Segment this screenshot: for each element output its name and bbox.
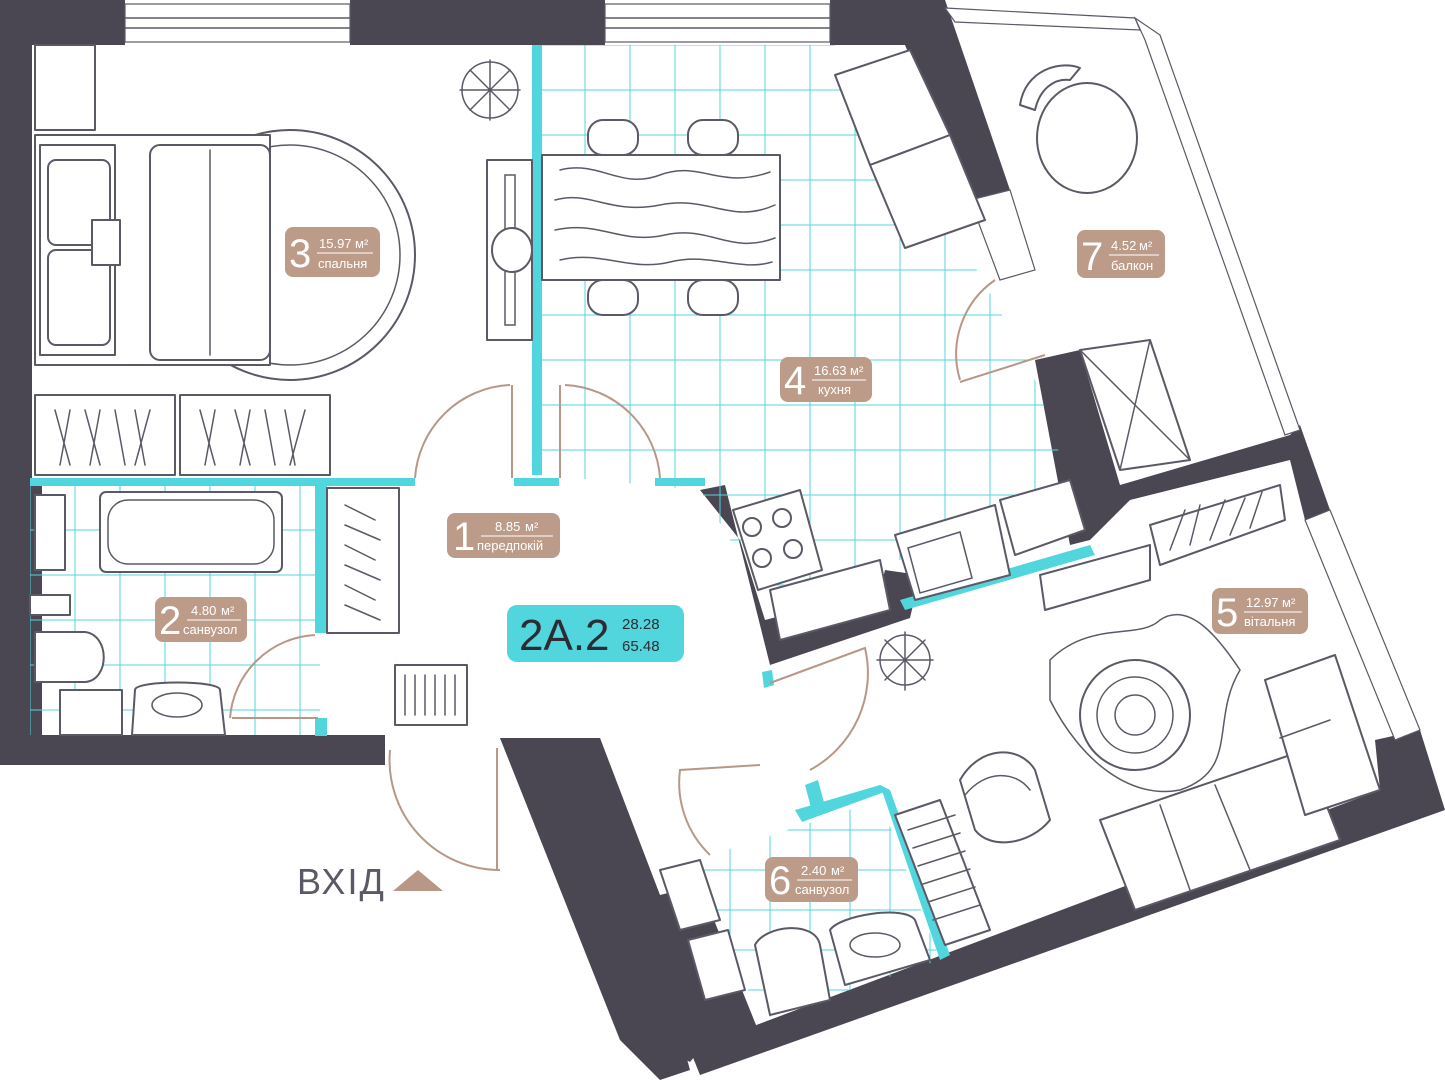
- svg-text:кухня: кухня: [818, 382, 851, 397]
- svg-text:15.97: 15.97: [319, 236, 352, 251]
- svg-text:м²: м²: [525, 519, 539, 534]
- svg-text:м²: м²: [850, 363, 864, 378]
- svg-text:вітальня: вітальня: [1244, 614, 1295, 629]
- entrance-arrow-icon: [393, 870, 443, 891]
- svg-text:санвузол: санвузол: [795, 882, 849, 897]
- doors: [229, 279, 1046, 872]
- svg-text:1: 1: [453, 515, 475, 559]
- svg-text:12.97: 12.97: [1246, 595, 1279, 610]
- plant-icon: [459, 59, 521, 121]
- unit-badge: 2А.2 28.28 65.48: [507, 605, 684, 662]
- svg-text:28.28: 28.28: [622, 616, 660, 633]
- svg-text:спальня: спальня: [318, 256, 367, 271]
- svg-text:м²: м²: [221, 603, 235, 618]
- svg-text:4.52: 4.52: [1111, 238, 1136, 253]
- room-label-6: 6 2.40 м² санвузол: [765, 857, 858, 903]
- svg-text:м²: м²: [831, 863, 845, 878]
- svg-text:передпокій: передпокій: [477, 538, 543, 553]
- svg-text:16.63: 16.63: [814, 363, 847, 378]
- svg-text:м²: м²: [355, 236, 369, 251]
- room-label-2: 2 4.80 м² санвузол: [155, 597, 247, 643]
- entrance-rug: [394, 664, 468, 726]
- svg-text:санвузол: санвузол: [183, 622, 237, 637]
- entrance-marker: ВХІД: [297, 861, 443, 902]
- bathroom-2-fixtures: [29, 491, 283, 736]
- svg-text:8.85: 8.85: [495, 519, 520, 534]
- svg-text:4: 4: [784, 359, 806, 403]
- plant-icon: [876, 631, 934, 691]
- room-label-3: 3 15.97 м² спальня: [285, 227, 380, 277]
- stove-icon: [732, 489, 823, 591]
- living-room-furniture: [894, 484, 1381, 946]
- svg-text:2А.2: 2А.2: [519, 611, 610, 660]
- svg-text:ВХІД: ВХІД: [297, 861, 386, 902]
- room-label-7: 7 4.52 м² балкон: [1077, 230, 1165, 279]
- svg-text:5: 5: [1216, 591, 1238, 635]
- svg-text:3: 3: [289, 232, 311, 276]
- windows: [124, 3, 1421, 741]
- svg-text:4.80: 4.80: [191, 603, 216, 618]
- svg-text:6: 6: [769, 859, 791, 903]
- svg-text:65.48: 65.48: [622, 638, 660, 655]
- svg-text:2: 2: [159, 599, 181, 643]
- svg-text:м²: м²: [1139, 238, 1153, 253]
- kitchen-shelf: [769, 559, 891, 641]
- sink-icon: [894, 479, 1086, 601]
- room-label-1: 1 8.85 м² передпокій: [447, 513, 560, 559]
- balcony-furniture: [1019, 64, 1191, 471]
- room-label-4: 4 16.63 м² кухня: [780, 357, 872, 403]
- svg-text:7: 7: [1081, 235, 1103, 279]
- svg-text:2.40: 2.40: [801, 863, 826, 878]
- room-label-5: 5 12.97 м² вітальня: [1212, 588, 1308, 635]
- dining-table: [541, 119, 781, 316]
- kitchen-cabinets: [834, 49, 986, 249]
- console-table: [486, 159, 533, 341]
- svg-text:м²: м²: [1282, 595, 1296, 610]
- shoe-cabinet: [326, 487, 400, 634]
- svg-text:балкон: балкон: [1111, 258, 1153, 273]
- bathroom-6-fixtures: [659, 859, 931, 1016]
